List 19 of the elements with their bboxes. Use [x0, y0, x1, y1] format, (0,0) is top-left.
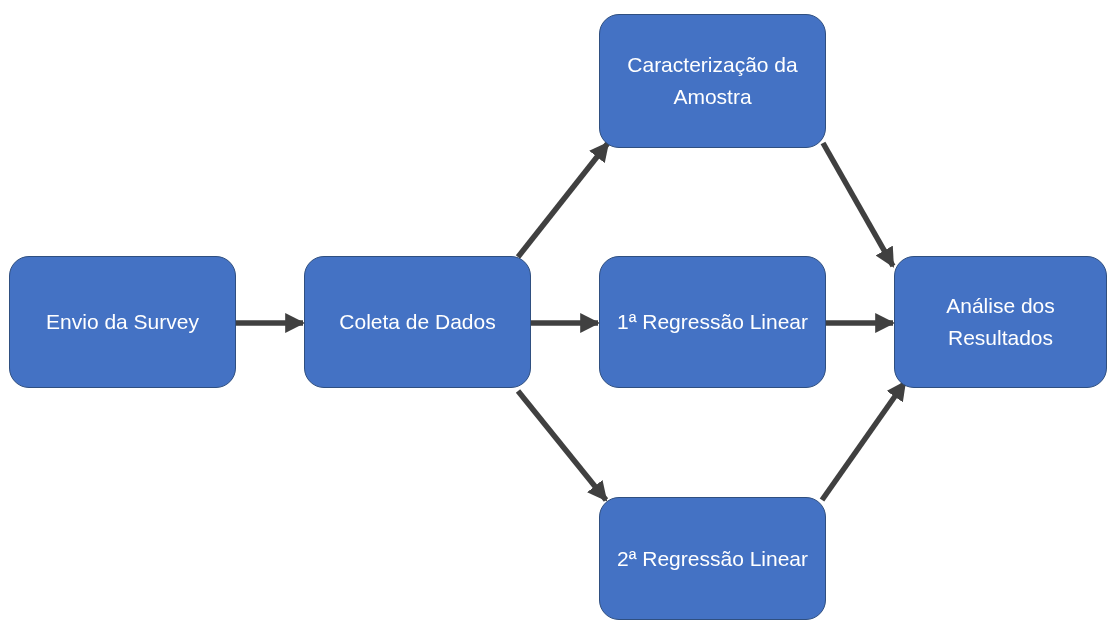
arrow [515, 389, 609, 502]
arrow [826, 313, 895, 333]
process-box [599, 497, 826, 620]
process-box [304, 256, 531, 388]
arrow [819, 380, 908, 502]
arrow [515, 141, 611, 259]
node-label: Envio da Survey [46, 309, 199, 335]
node-label: Caracterização da Amostra [626, 52, 799, 110]
arrow [531, 313, 600, 333]
node-label: Análise dos Resultados [945, 293, 1056, 351]
process-box [599, 14, 826, 148]
process-box [599, 256, 826, 388]
node-label: 1ª Regressão Linear [616, 309, 809, 335]
node-label: Coleta de Dados [339, 309, 496, 335]
process-box [894, 256, 1107, 388]
process-box [9, 256, 236, 388]
arrow [236, 313, 305, 333]
node-label: 2ª Regressão Linear [616, 545, 809, 572]
arrow [820, 141, 896, 268]
